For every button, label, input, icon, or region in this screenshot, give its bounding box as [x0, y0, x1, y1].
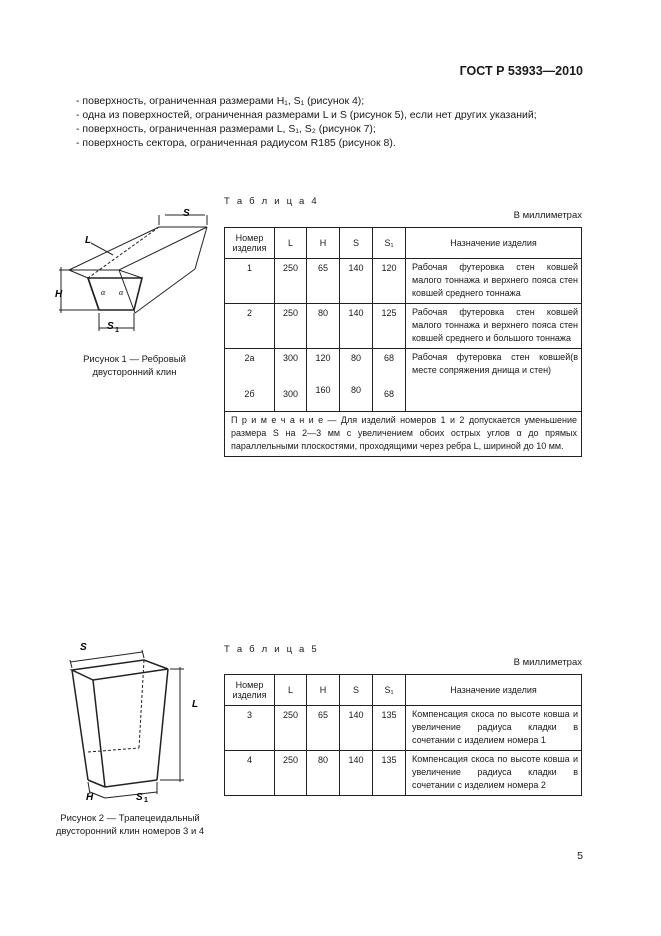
label-alpha-left: α	[101, 288, 106, 297]
table-4: Номер изделия L H S S₁ Назначение издели…	[224, 227, 582, 457]
figure-2-trapezoid-wedge-drawing: S L H S 1	[69, 642, 198, 802]
table-5-caption: Т а б л и ц а 5	[224, 644, 319, 655]
label-s1-sub: 1	[144, 797, 148, 802]
bullet-list: - поверхность, ограниченная размерами H₁…	[76, 94, 596, 150]
col-header-l: L	[274, 227, 307, 259]
table-header-row: Номер изделия L H S S₁ Назначение издели…	[224, 227, 582, 259]
col-header-s1: S₁	[372, 227, 406, 259]
figure-2-caption: Рисунок 2 — Трапецеидальный двусторонний…	[30, 812, 230, 838]
figure-2-caption-line2: двусторонний клин номеров 3 и 4	[55, 826, 205, 837]
label-alpha-right: α	[119, 288, 124, 297]
label-l: L	[192, 699, 198, 710]
label-h: H	[86, 792, 94, 802]
table-row: 4 250 80 140 135 Компенсация скоса по вы…	[224, 750, 582, 796]
table-row: 1 250 65 140 120 Рабочая футеровка стен …	[224, 258, 582, 304]
bullet-item: - поверхность, ограниченная размерами H₁…	[76, 95, 365, 107]
label-s1: S	[136, 792, 143, 802]
col-header-number: Номер изделия	[224, 674, 275, 706]
col-header-h: H	[306, 674, 340, 706]
col-header-h: H	[306, 227, 340, 259]
table-header-row: Номер изделия L H S S₁ Назначение издели…	[224, 674, 582, 706]
col-header-l: L	[274, 674, 307, 706]
page-number: 5	[577, 850, 583, 862]
row-2a-2b-number: 2а 2б	[224, 348, 275, 412]
table-5: Номер изделия L H S S₁ Назначение издели…	[224, 674, 582, 796]
figure-2-caption-line1: Рисунок 2 — Трапецеидальный	[60, 813, 200, 824]
label-h: H	[55, 289, 63, 300]
bullet-item: - поверхность сектора, ограниченная ради…	[76, 137, 396, 149]
figure-1-caption-line1: Рисунок 1 — Ребровый	[83, 354, 186, 365]
figure-1-caption-line2: двусторонний клин	[92, 367, 177, 378]
col-header-s: S	[339, 674, 373, 706]
table-4-units: В миллиметрах	[513, 210, 582, 221]
table-row: 2а 2б 300 300 120 160 80 80 68 68 Рабоча…	[224, 348, 582, 412]
col-header-purpose: Назначение изделия	[405, 227, 582, 259]
table-row: 3 250 65 140 135 Компенсация скоса по вы…	[224, 705, 582, 751]
col-header-number: Номер изделия	[224, 227, 275, 259]
figure-1-caption: Рисунок 1 — Ребровый двусторонний клин	[62, 353, 207, 379]
bullet-item: - поверхность, ограниченная размерами L,…	[76, 123, 376, 135]
figure-1-wedge-drawing: S L H S 1 α α	[55, 208, 208, 334]
bullet-item: - одна из поверхностей, ограниченная раз…	[76, 109, 537, 121]
label-s1-sub: 1	[115, 327, 119, 334]
table-note-row: П р и м е ч а н и е — Для изделий номеро…	[224, 411, 582, 457]
table-row: 2 250 80 140 125 Рабочая футеровка стен …	[224, 303, 582, 349]
document-code: ГОСТ Р 53933—2010	[459, 64, 583, 78]
col-header-s: S	[339, 227, 373, 259]
table-5-units: В миллиметрах	[513, 657, 582, 668]
col-header-s1: S₁	[372, 674, 406, 706]
col-header-purpose: Назначение изделия	[405, 674, 582, 706]
label-s: S	[183, 208, 190, 219]
label-s: S	[80, 642, 87, 653]
label-s1: S	[107, 321, 114, 332]
table-4-caption: Т а б л и ц а 4	[224, 196, 319, 207]
label-l: L	[85, 235, 91, 246]
table-4-note: П р и м е ч а н и е — Для изделий номеро…	[224, 411, 582, 457]
